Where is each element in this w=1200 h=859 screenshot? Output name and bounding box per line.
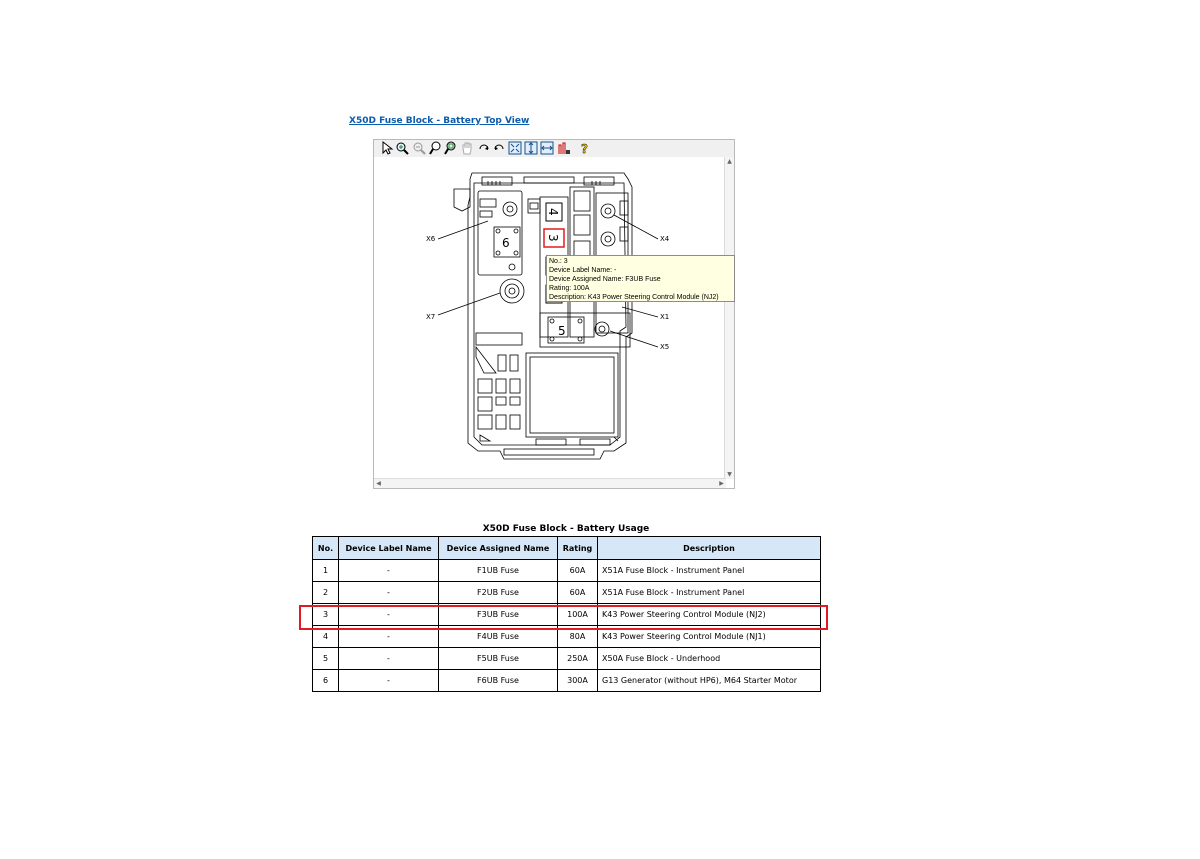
- zoom-in-icon[interactable]: [395, 141, 409, 155]
- cell-description: X51A Fuse Block - Instrument Panel: [597, 559, 821, 582]
- cell-assigned-name: F1UB Fuse: [438, 559, 558, 582]
- cell-description: G13 Generator (without HP6), M64 Starter…: [597, 669, 821, 692]
- tooltip-number: No.: 3: [549, 258, 568, 265]
- cell-label-name: -: [338, 647, 439, 670]
- diagram-viewer: ?: [373, 139, 735, 489]
- fit-width-icon[interactable]: [540, 141, 554, 155]
- column-header-no: No.: [312, 536, 339, 560]
- cell-rating: 60A: [557, 581, 598, 604]
- fuse-3-selected[interactable]: [543, 228, 565, 248]
- cell-description: X51A Fuse Block - Instrument Panel: [597, 581, 821, 604]
- cell-no: 2: [312, 581, 339, 604]
- svg-text:?: ?: [581, 142, 588, 155]
- table-row-highlighted: 3 - F3UB Fuse 100A K43 Power Steering Co…: [312, 603, 821, 626]
- table-row: 4 - F4UB Fuse 80A K43 Power Steering Con…: [312, 625, 821, 648]
- connector-x1-label: X1: [660, 313, 669, 321]
- fuse-4-label[interactable]: 4: [546, 208, 560, 216]
- tooltip-assigned-name: Device Assigned Name: F3UB Fuse: [549, 276, 661, 283]
- usage-table-title: X50D Fuse Block - Battery Usage: [482, 524, 650, 534]
- cell-rating: 80A: [557, 625, 598, 648]
- cell-rating: 60A: [557, 559, 598, 582]
- cell-no: 5: [312, 647, 339, 670]
- fuse-5-label[interactable]: 5: [558, 324, 566, 338]
- cell-rating: 100A: [557, 603, 598, 626]
- cell-description: K43 Power Steering Control Module (NJ1): [597, 625, 821, 648]
- fit-height-icon[interactable]: [524, 141, 538, 155]
- connector-x7-label: X7: [426, 313, 435, 321]
- fuse-6-label[interactable]: 6: [502, 236, 510, 250]
- fit-window-icon[interactable]: [508, 141, 522, 155]
- cell-assigned-name: F5UB Fuse: [438, 647, 558, 670]
- cell-description: X50A Fuse Block - Underhood: [597, 647, 821, 670]
- column-header-rating: Rating: [557, 536, 598, 560]
- cell-label-name: -: [338, 581, 439, 604]
- tooltip-label-name: Device Label Name: -: [549, 267, 617, 274]
- cell-no: 6: [312, 669, 339, 692]
- column-header-assigned-name: Device Assigned Name: [438, 536, 558, 560]
- cell-no: 4: [312, 625, 339, 648]
- cell-label-name: -: [338, 559, 439, 582]
- highlight-icon[interactable]: [557, 141, 571, 155]
- tooltip-description: Description: K43 Power Steering Control …: [549, 294, 719, 301]
- cell-rating: 300A: [557, 669, 598, 692]
- cell-no: 3: [312, 603, 339, 626]
- fuse-3-label[interactable]: 3: [546, 234, 560, 242]
- horizontal-scrollbar[interactable]: ◀ ▶: [374, 478, 726, 488]
- cell-assigned-name: F6UB Fuse: [438, 669, 558, 692]
- cell-label-name: -: [338, 603, 439, 626]
- cell-description: K43 Power Steering Control Module (NJ2): [597, 603, 821, 626]
- column-header-label-name: Device Label Name: [338, 536, 439, 560]
- diagram-title-link[interactable]: X50D Fuse Block - Battery Top View: [349, 116, 530, 126]
- cell-no: 1: [312, 559, 339, 582]
- table-header-row: No. Device Label Name Device Assigned Na…: [312, 536, 821, 560]
- rotate-cw-icon[interactable]: [477, 141, 491, 155]
- fuse-block-drawing: 4 2 1 6 5 3 X6 X4 X7 X1 X5: [374, 157, 726, 479]
- scroll-left-icon[interactable]: ◀: [376, 480, 381, 487]
- scroll-down-icon[interactable]: ▼: [727, 471, 732, 478]
- connector-x4-label: X4: [660, 235, 670, 243]
- help-icon[interactable]: ?: [578, 141, 592, 155]
- table-row: 6 - F6UB Fuse 300A G13 Generator (withou…: [312, 669, 821, 692]
- viewer-toolbar: ?: [374, 140, 734, 158]
- magnify-icon[interactable]: [429, 141, 443, 155]
- connector-x5-label: X5: [660, 343, 669, 351]
- cell-assigned-name: F2UB Fuse: [438, 581, 558, 604]
- rotate-ccw-icon[interactable]: [492, 141, 506, 155]
- usage-table: No. Device Label Name Device Assigned Na…: [312, 536, 821, 692]
- table-row: 2 - F2UB Fuse 60A X51A Fuse Block - Inst…: [312, 581, 821, 604]
- cell-label-name: -: [338, 669, 439, 692]
- fuse-tooltip: No.: 3 Device Label Name: - Device Assig…: [546, 255, 735, 302]
- scroll-right-icon[interactable]: ▶: [719, 480, 724, 487]
- cell-assigned-name: F4UB Fuse: [438, 625, 558, 648]
- table-row: 5 - F5UB Fuse 250A X50A Fuse Block - Und…: [312, 647, 821, 670]
- cell-label-name: -: [338, 625, 439, 648]
- cell-rating: 250A: [557, 647, 598, 670]
- scroll-up-icon[interactable]: ▲: [727, 158, 732, 165]
- tooltip-rating: Rating: 100A: [549, 285, 590, 292]
- zoom-area-icon[interactable]: [444, 141, 458, 155]
- vertical-scrollbar[interactable]: ▲ ▼: [724, 157, 734, 479]
- zoom-out-icon[interactable]: [412, 141, 426, 155]
- select-arrow-icon[interactable]: [380, 141, 394, 155]
- table-row: 1 - F1UB Fuse 60A X51A Fuse Block - Inst…: [312, 559, 821, 582]
- cell-assigned-name: F3UB Fuse: [438, 603, 558, 626]
- connector-x6-label: X6: [426, 235, 436, 243]
- pan-hand-icon[interactable]: [460, 141, 474, 155]
- column-header-description: Description: [597, 536, 821, 560]
